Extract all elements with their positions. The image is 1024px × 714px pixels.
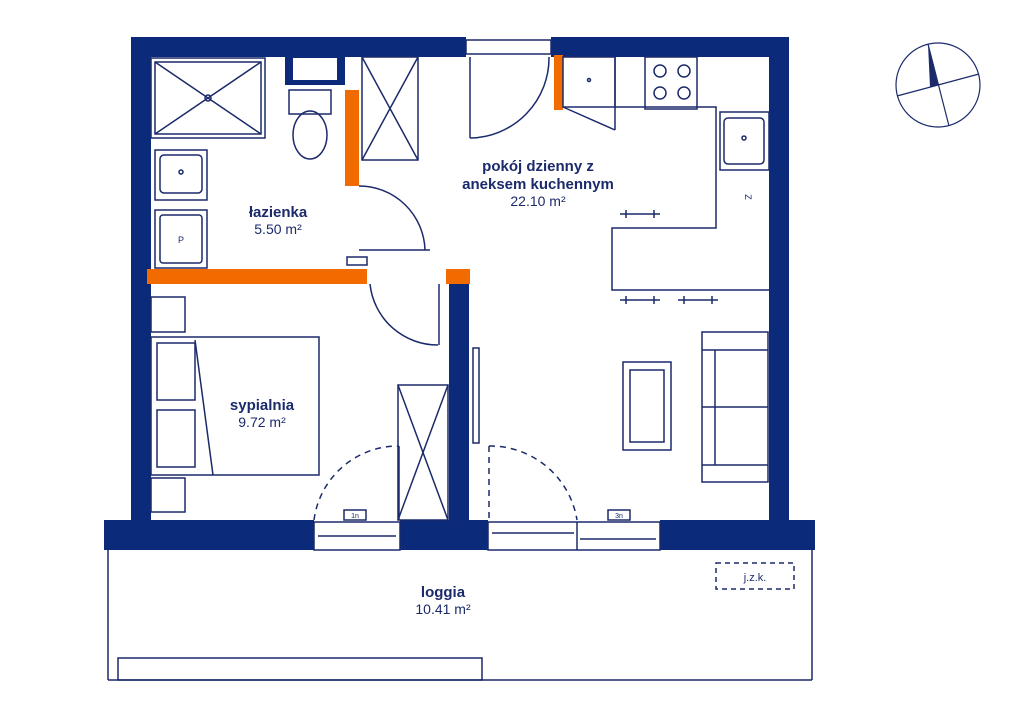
wall-right [769, 37, 789, 522]
window-tag-3: 3n [615, 513, 623, 520]
new-partitions [147, 55, 563, 284]
wall-top-right [551, 37, 789, 57]
bedroom-name: sypialnia [230, 397, 295, 414]
bedroom-door [369, 283, 440, 346]
window-tag-1: 1n [351, 513, 359, 520]
partition-detail [472, 347, 480, 444]
loggia-name: loggia [421, 584, 466, 601]
toilet-bowl [292, 110, 328, 160]
washer-label: P [178, 235, 184, 245]
entrance-door [465, 39, 552, 139]
washing-machine [154, 209, 208, 269]
kitchen-counter [611, 57, 769, 291]
storage-label: j.z.k. [743, 572, 767, 584]
living-area: 22.10 m² [510, 193, 566, 209]
nightstand-bottom [150, 477, 186, 513]
loggia-area: 10.41 m² [415, 601, 471, 617]
wc-box-inner [293, 58, 337, 80]
balcony-door-living [487, 445, 661, 551]
bathroom-area: 5.50 m² [254, 221, 302, 237]
north-arrow-icon [895, 42, 981, 128]
shower-tray [150, 57, 266, 139]
partition-bath-hall [345, 90, 359, 186]
loggia-outline [107, 550, 813, 681]
bathroom-door [346, 185, 430, 266]
pillow-1 [156, 342, 196, 401]
cooktop [644, 56, 698, 110]
bedroom-furniture [150, 296, 449, 521]
partition-stub [446, 269, 470, 284]
wall-bottom-mid [400, 520, 488, 550]
balcony-door-bedroom [313, 445, 401, 551]
nightstand-top [150, 296, 186, 333]
bedroom-wardrobe [397, 384, 449, 521]
pillow-2 [156, 409, 196, 468]
living-name-line2: aneksem kuchennym [462, 176, 614, 193]
storage-box [715, 562, 795, 590]
partition-bath-bed [147, 269, 367, 284]
bathroom-name: łazienka [249, 204, 308, 221]
toilet-tank [288, 89, 332, 115]
wall-bottom-left [104, 520, 314, 550]
bedroom-area: 9.72 m² [238, 414, 286, 430]
living-furniture [622, 331, 769, 483]
coffee-table [622, 361, 672, 451]
wall-left [131, 37, 151, 522]
shower-drain [204, 94, 212, 102]
hall-wardrobe [361, 56, 419, 161]
wall-top-left [131, 37, 466, 57]
living-name-line1: pokój dzienny z [482, 158, 594, 175]
kitchen-fixtures [562, 56, 770, 304]
partition-kitchen [554, 55, 563, 110]
bathroom-fixtures [150, 57, 332, 269]
exterior-walls [104, 37, 815, 550]
fridge-label: Z [743, 194, 753, 200]
bathroom-sink [154, 149, 208, 201]
kitchen-sink [719, 111, 770, 171]
wall-partition-bed-living [449, 270, 469, 522]
wall-bottom-right [660, 520, 815, 550]
bed [150, 336, 320, 476]
